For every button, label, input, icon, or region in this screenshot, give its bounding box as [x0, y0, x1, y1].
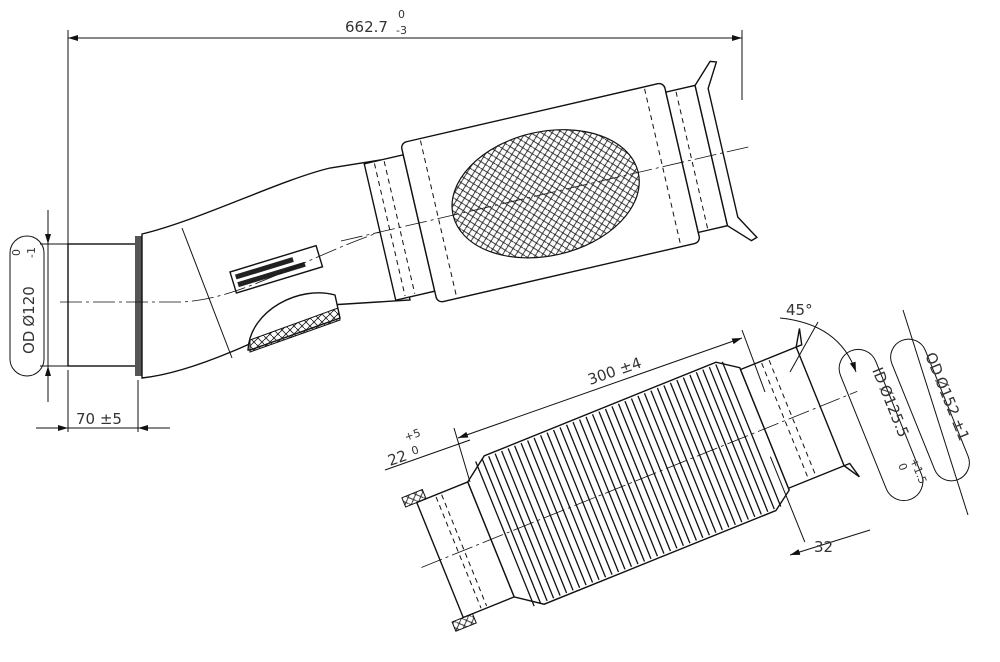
outlet-id-tol-upper: +1.5	[907, 456, 929, 486]
bellows-length-value: 300 ±4	[585, 354, 643, 389]
inlet-od-tol-upper: 0	[10, 249, 23, 256]
inlet-od-value: 120	[20, 286, 38, 315]
bellows-detail: 300 ±4 22 +5 0 45° IDØ125.5 +1.5 0 ODØ15…	[384, 301, 973, 632]
outlet-id-prefix: ID	[868, 365, 891, 387]
outlet-id-callout	[838, 348, 924, 502]
outlet-id-value: 125.5	[880, 393, 913, 440]
stub-length-value: 22	[385, 447, 409, 470]
svg-text:ODØ120: OD Ø120	[20, 286, 38, 354]
inlet-od-prefix: OD	[20, 331, 38, 354]
inlet-weld	[135, 236, 142, 376]
corrugation-line	[565, 424, 626, 570]
svg-text:IDØ125.5: IDØ125.5	[868, 365, 912, 440]
overall-length-tol-upper: 0	[398, 8, 405, 21]
overall-length-tol-lower: -3	[396, 24, 407, 37]
corrugation-line	[475, 461, 535, 607]
top-pipe-assembly: 662.7 0 -3	[9, 8, 758, 432]
corrugation-line	[481, 458, 542, 604]
outlet-flare	[694, 60, 758, 242]
inlet-od-callout	[9, 235, 45, 377]
corrugation-line	[572, 421, 633, 568]
inlet-od-tol-lower: -1	[25, 247, 38, 258]
inlet-length-value: 70 ±5	[76, 410, 122, 428]
overall-length-value: 662.7	[345, 18, 388, 36]
outlet-od-prefix: OD	[921, 350, 946, 378]
bellows-flare	[795, 328, 860, 478]
stub-length-tol-lower: 0	[410, 443, 421, 458]
sleeve-length-value: 32	[814, 538, 833, 556]
flare-angle-value: 45°	[786, 301, 813, 319]
outlet-od-callout	[890, 338, 970, 482]
svg-text:ODØ152 ±1: ODØ152 ±1	[921, 350, 973, 444]
stub-length-tol-upper: +5	[403, 426, 423, 444]
diameter-symbol: Ø	[20, 315, 38, 327]
inlet-stub	[67, 243, 139, 367]
outlet-id-tol-lower: 0	[895, 461, 910, 472]
outlet-od-value: 152 ±1	[936, 385, 973, 443]
